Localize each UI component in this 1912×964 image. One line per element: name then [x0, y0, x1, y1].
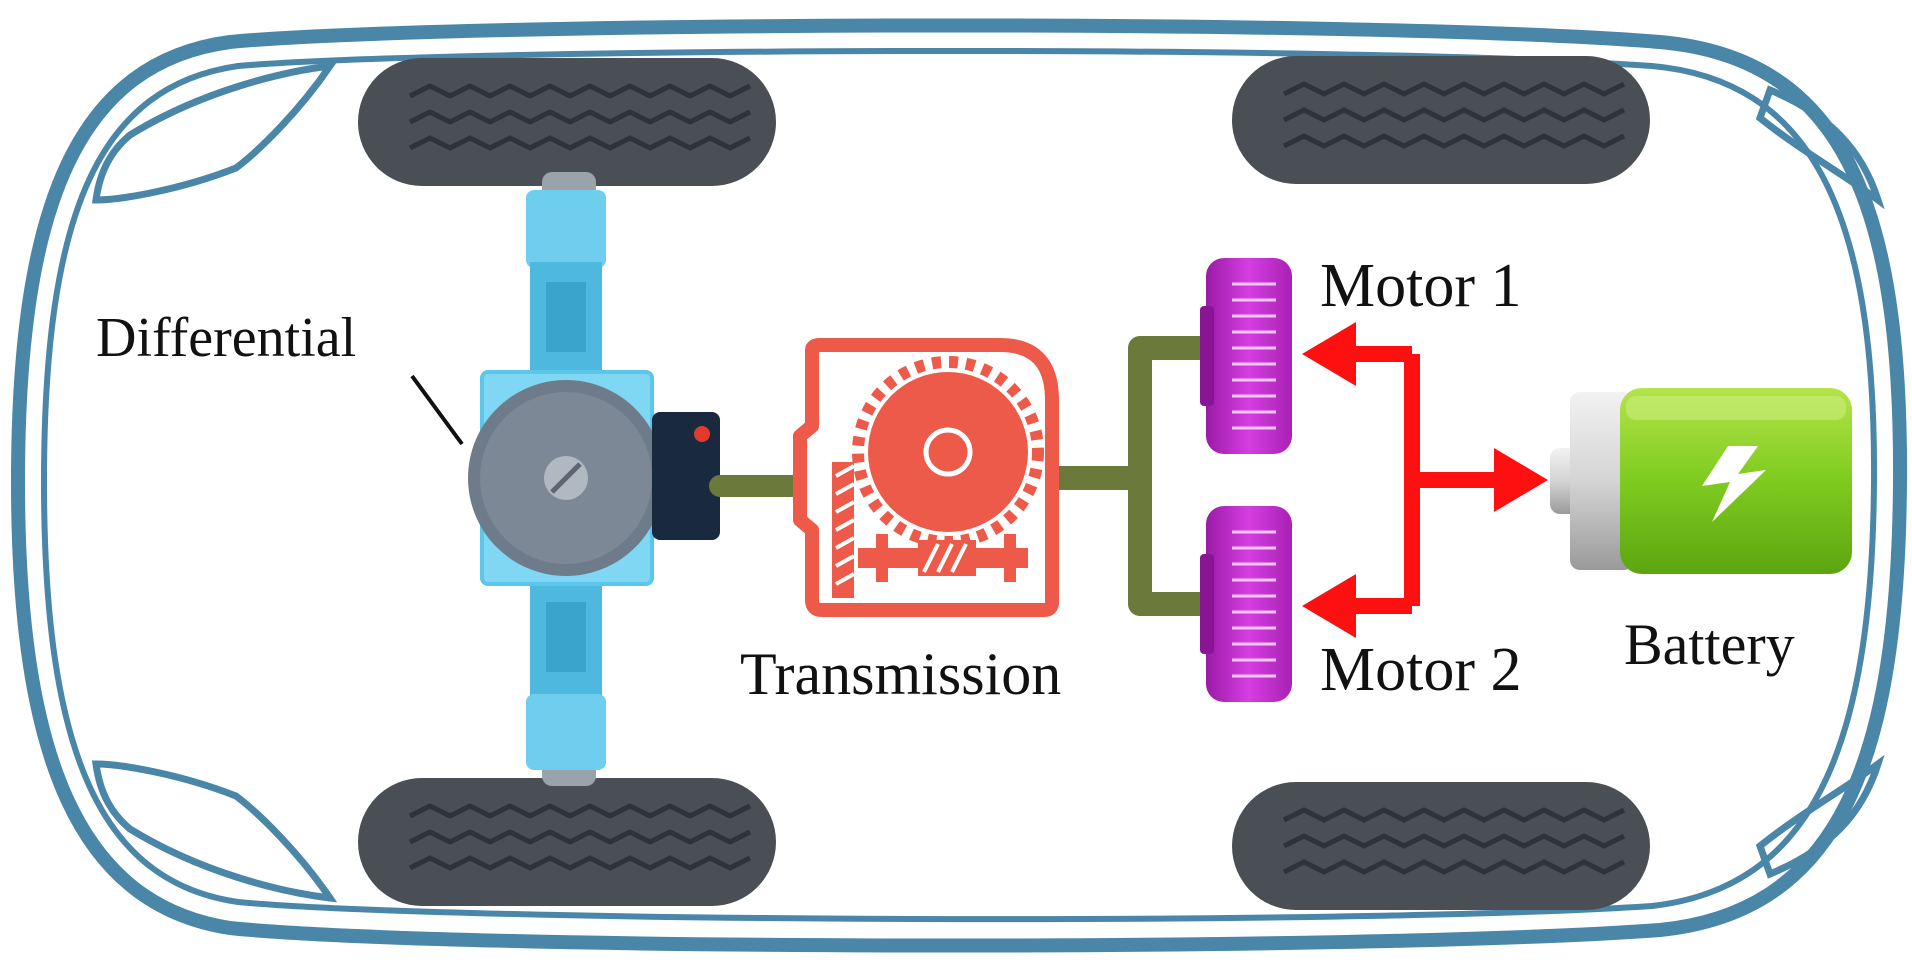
- label-motor-2: Motor 2: [1320, 636, 1522, 704]
- power-flow-arrows: [1302, 322, 1548, 638]
- car-body-outline: [10, 18, 1908, 953]
- lightning-icon: [1702, 446, 1766, 522]
- label-differential: Differential: [96, 307, 356, 369]
- differential-icon: [468, 172, 720, 786]
- transmission-gear-icon: [793, 338, 1059, 617]
- tire-rear-right-icon: [1232, 782, 1650, 910]
- tire-rear-left-icon: [1232, 56, 1650, 184]
- tire-front-left-icon: [358, 58, 776, 186]
- tire-front-right-icon: [358, 778, 776, 906]
- battery-icon: [1550, 388, 1852, 574]
- label-battery: Battery: [1624, 612, 1795, 677]
- motor-2-icon: [1200, 506, 1292, 702]
- label-transmission: Transmission: [740, 641, 1061, 707]
- label-motor-1: Motor 1: [1320, 252, 1522, 320]
- motor-1-icon: [1200, 258, 1292, 454]
- differential-leader-line: [410, 374, 464, 446]
